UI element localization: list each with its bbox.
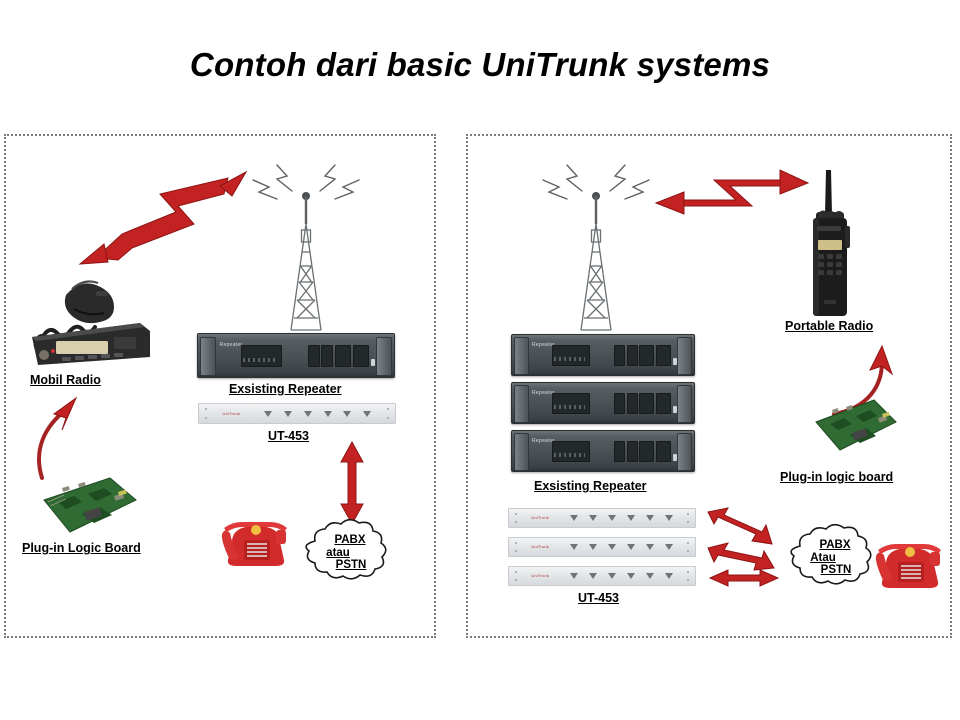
ut-453-port-row: [570, 514, 673, 522]
ut-453-brand: UniTrunk: [531, 544, 549, 550]
telephone-icon: [872, 530, 950, 592]
repeater-display: [552, 393, 591, 414]
telephone-icon: [218, 508, 296, 570]
pstn-cloud: PABX Atau PSTN: [782, 523, 874, 590]
cloud-line-3: PSTN: [335, 559, 367, 572]
plug-in-logic-board-icon: [38, 474, 140, 536]
pstn-link-arrow-group: [706, 506, 782, 588]
ut-453-brand: UniTrunk: [531, 573, 549, 579]
rack-ear-left: [514, 385, 529, 423]
repeater-brand: Repeater: [219, 341, 243, 348]
repeater-control-4: [655, 393, 671, 414]
repeater-button-row: [553, 453, 585, 458]
repeater-led: [672, 406, 677, 414]
cloud-line-1: PABX: [334, 533, 366, 546]
repeater-icon: Repeater: [511, 430, 695, 472]
repeater-control-4: [655, 345, 671, 366]
cloud-line-3: PSTN: [820, 564, 852, 577]
ut-453-icon: UniTrunk: [508, 537, 696, 557]
ut-453-port-row: [570, 543, 673, 551]
repeater-brand: Repeater: [532, 438, 555, 445]
plug-in-logic-board-label: Plug-in logic board: [780, 470, 894, 484]
pstn-cloud-text: PABX atau PSTN: [297, 521, 389, 585]
right-system-panel: [466, 134, 952, 638]
mobile-radio-icon: [22, 265, 152, 365]
repeater-control-2: [321, 345, 334, 367]
repeater-brand: Repeater: [532, 342, 555, 349]
rf-link-arrow: [78, 170, 248, 268]
repeater-button-row: [553, 405, 585, 410]
repeater-control-3: [639, 345, 655, 366]
rack-ear-right: [677, 385, 692, 423]
ut-453-icon: UniTrunk: [508, 508, 696, 528]
portable-radio-label: Portable Radio: [785, 319, 874, 333]
rack-ear-left: [514, 433, 529, 471]
ut-453-icon: UniTrunk: [198, 403, 396, 424]
ut-453-port-row: [263, 409, 372, 418]
rack-ear-right: [677, 337, 692, 375]
repeater-control-3: [639, 441, 655, 462]
antenna-tower-icon: [243, 162, 369, 332]
repeater-control-1: [307, 345, 320, 367]
repeater-control-1: [613, 441, 625, 462]
existing-repeater-label: Exsisting Repeater: [534, 479, 647, 493]
pstn-link-arrow: [339, 440, 365, 526]
repeater-led: [371, 358, 376, 366]
repeater-control-3: [335, 345, 351, 367]
cloud-line-2: atau: [326, 546, 350, 559]
antenna-tower-icon: [533, 162, 659, 332]
plug-in-logic-board-label: Plug-in Logic Board: [22, 541, 141, 555]
rack-ear-left: [200, 336, 217, 377]
plug-in-logic-board-icon: [812, 398, 900, 454]
repeater-display: [552, 345, 591, 366]
cloud-line-1: PABX: [819, 538, 851, 551]
repeater-control-1: [613, 393, 625, 414]
repeater-control-2: [626, 441, 638, 462]
rack-ear-left: [514, 337, 529, 375]
rack-ear-right: [677, 433, 692, 471]
cloud-line-2: Atau: [810, 551, 836, 564]
left-system-panel: [4, 134, 436, 638]
ut-453-brand: UniTrunk: [531, 515, 549, 521]
repeater-control-4: [655, 441, 671, 462]
repeater-control-1: [613, 345, 625, 366]
ut-453-icon: UniTrunk: [508, 566, 696, 586]
rf-link-arrow: [650, 166, 812, 215]
repeater-control-2: [626, 345, 638, 366]
repeater-brand: Repeater: [532, 390, 555, 397]
portable-radio-icon: [806, 168, 854, 318]
repeater-button-row: [243, 358, 277, 363]
repeater-led: [672, 358, 677, 366]
ut-453-port-row: [570, 572, 673, 580]
ut-453-label: UT-453: [268, 429, 309, 443]
pstn-cloud: PABX atau PSTN: [297, 518, 389, 585]
existing-repeater-label: Exsisting Repeater: [229, 382, 342, 396]
repeater-led: [672, 454, 677, 462]
board-install-arrow: [32, 396, 98, 480]
repeater-button-row: [553, 357, 585, 362]
mobile-radio-label: Mobil Radio: [30, 373, 101, 387]
repeater-display: [552, 441, 591, 462]
repeater-display: [241, 345, 283, 367]
repeater-control-3: [639, 393, 655, 414]
ut-453-brand: UniTrunk: [222, 410, 241, 416]
repeater-control-4: [352, 345, 369, 367]
repeater-icon: Repeater: [511, 334, 695, 376]
repeater-icon: Repeater: [511, 382, 695, 424]
pstn-cloud-text: PABX Atau PSTN: [782, 526, 874, 590]
rack-ear-right: [375, 336, 392, 377]
ut-453-label: UT-453: [578, 591, 619, 605]
repeater-icon: Repeater: [197, 333, 395, 378]
repeater-control-2: [626, 393, 638, 414]
page-title: Contoh dari basic UniTrunk systems: [189, 46, 771, 83]
